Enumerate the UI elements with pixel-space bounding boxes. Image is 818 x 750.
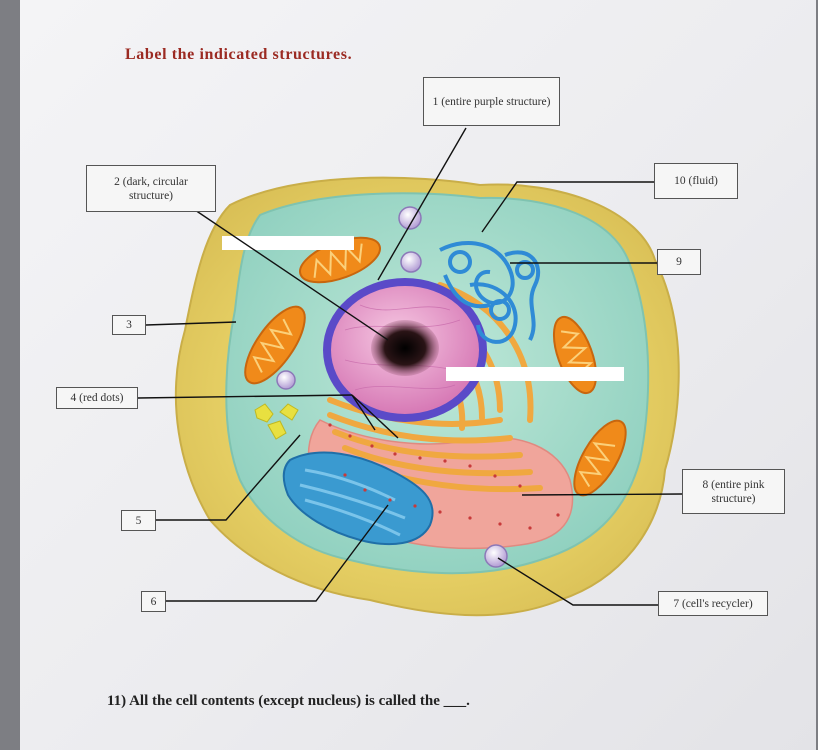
label-box-2: 2 (dark, circular structure) <box>86 165 216 212</box>
label-box-9: 9 <box>657 249 701 275</box>
label-box-10: 10 (fluid) <box>654 163 738 199</box>
label-box-6: 6 <box>141 591 166 612</box>
label-box-5: 5 <box>121 510 156 531</box>
label-box-3: 3 <box>112 315 146 335</box>
question-11: 11) All the cell contents (except nucleu… <box>107 693 470 710</box>
label-box-8: 8 (entire pink structure) <box>682 469 785 514</box>
nucleolus <box>371 320 439 376</box>
page-title: Label the indicated structures. <box>125 46 352 64</box>
leader-8 <box>522 494 682 495</box>
label-box-1: 1 (entire purple structure) <box>423 77 560 126</box>
mask-bar-left <box>222 236 354 250</box>
label-box-7: 7 (cell's recycler) <box>658 591 768 616</box>
mask-bar-right <box>446 367 624 381</box>
label-box-4: 4 (red dots) <box>56 387 138 409</box>
